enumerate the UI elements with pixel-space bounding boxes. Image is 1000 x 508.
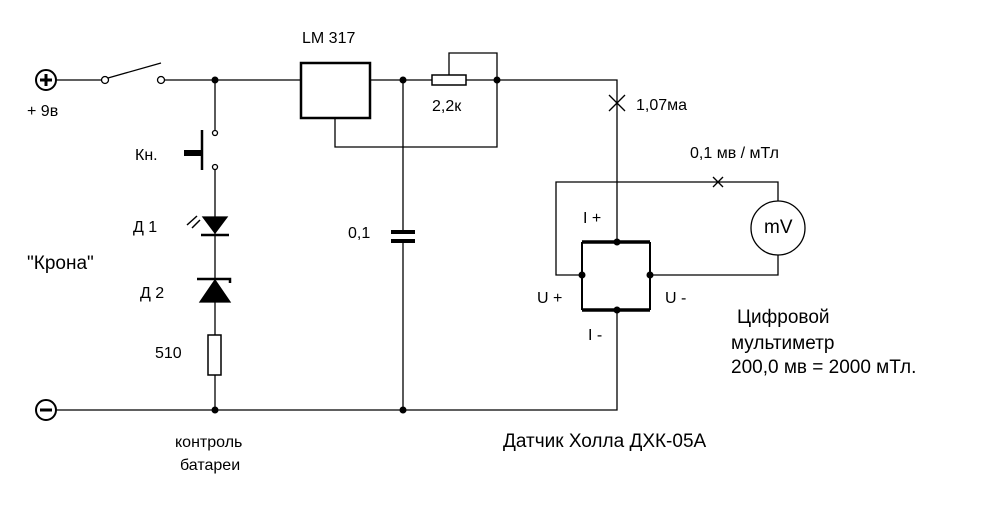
minus-terminal <box>35 399 57 421</box>
current-measure-mark <box>608 94 626 112</box>
d2-label: Д 2 <box>140 285 165 302</box>
millivoltmeter <box>750 200 806 256</box>
multimeter-line2: мультиметр <box>731 333 835 354</box>
battery-check-line2: батареи <box>180 457 241 474</box>
sensitivity-label: 0,1 мв / мТл <box>690 145 779 162</box>
plus-terminal <box>35 69 57 91</box>
led-d1 <box>186 215 229 237</box>
hall-sensor <box>581 240 651 312</box>
battery-label: "Крона" <box>27 253 94 274</box>
capacitor-label: 0,1 <box>348 225 371 242</box>
zener-d2 <box>197 277 232 303</box>
u-minus-label: U - <box>665 290 687 307</box>
battery-check-line1: контроль <box>175 434 243 451</box>
r510-label: 510 <box>155 345 182 362</box>
u-plus-label: U + <box>537 290 563 307</box>
trim-resistor <box>431 74 467 86</box>
multimeter-line1: Цифровой <box>737 307 830 328</box>
trim-wiper <box>448 52 498 80</box>
button-label: Кн. <box>135 147 158 164</box>
ground-wire <box>56 310 618 411</box>
trim-resistor-label: 2,2к <box>432 98 462 115</box>
power-switch <box>56 62 166 85</box>
regulator-label: LM 317 <box>302 30 356 47</box>
current-label: 1,07ма <box>636 97 688 114</box>
adjust-wire <box>334 80 498 148</box>
push-button <box>184 129 219 171</box>
i-plus-label: I + <box>583 210 602 227</box>
sensor-title: Датчик Холла ДХК-05А <box>503 431 707 452</box>
junction-dots <box>211 76 654 414</box>
plus-9v-label: + 9в <box>27 103 59 120</box>
meter-wire <box>555 181 779 276</box>
meter-wire <box>650 255 779 276</box>
i-minus-label: I - <box>588 327 603 344</box>
lm317-regulator <box>299 61 372 120</box>
resistor-510 <box>207 334 222 376</box>
d1-label: Д 1 <box>133 219 158 236</box>
voltage-measure-mark <box>712 176 724 188</box>
multimeter-line3: 200,0 мв = 2000 мТл. <box>731 357 917 378</box>
meter-symbol: mV <box>764 217 793 238</box>
wire <box>466 79 618 242</box>
capacitor <box>391 80 415 410</box>
